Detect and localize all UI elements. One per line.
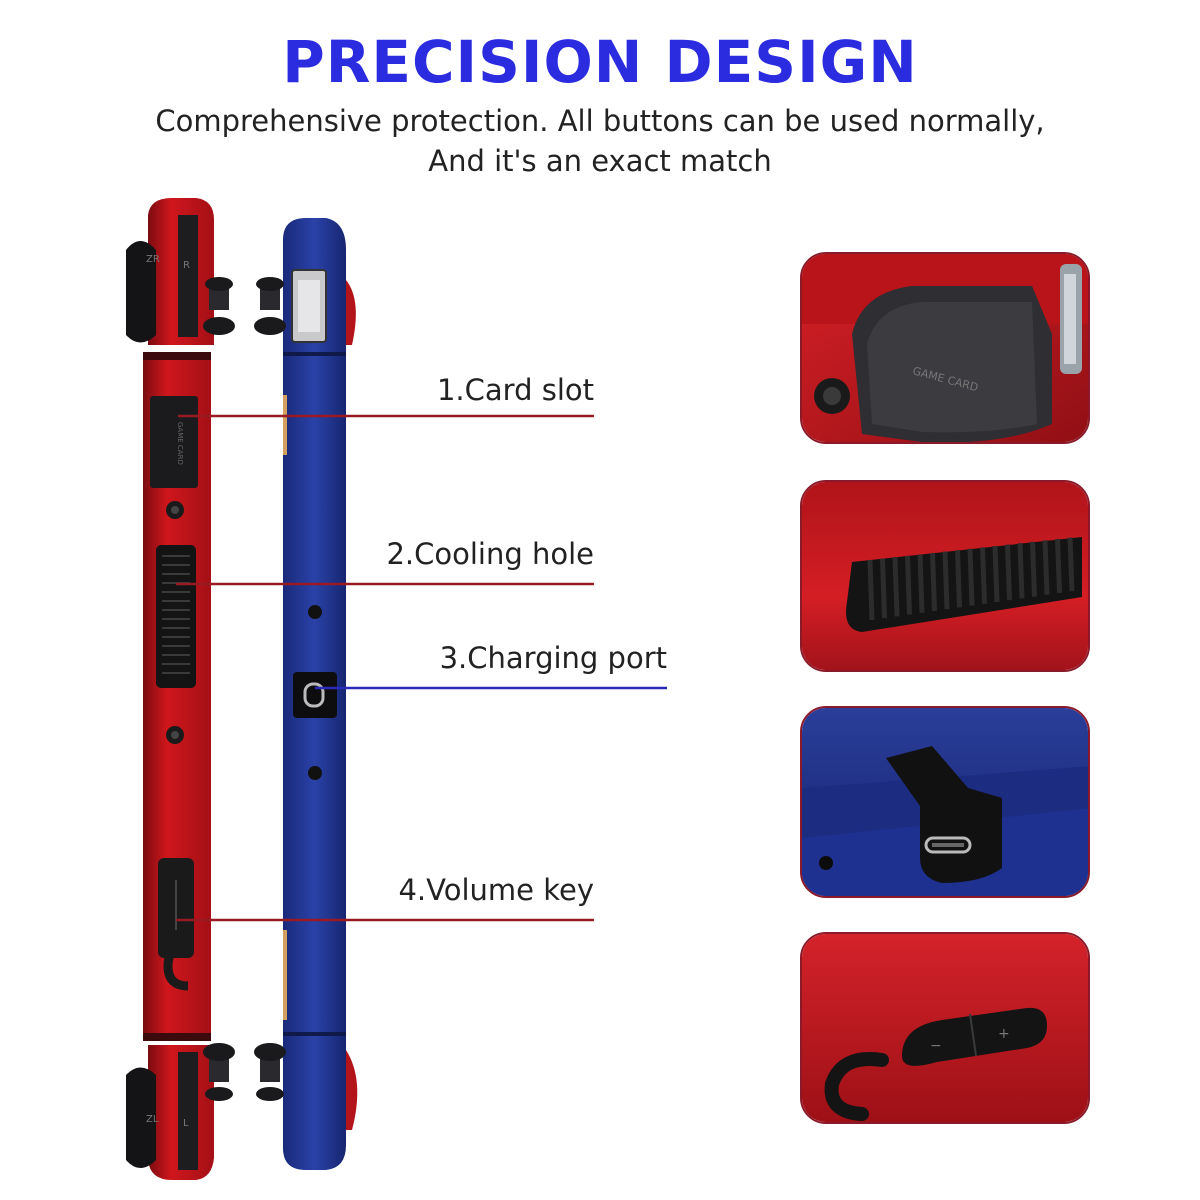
vent-slat xyxy=(1005,544,1012,601)
vent-slat xyxy=(1017,543,1025,599)
vent-slat xyxy=(880,558,887,619)
page-title: PRECISION DESIGN xyxy=(282,28,918,96)
blue-shell xyxy=(254,218,358,1170)
volume-plus-symbol: + xyxy=(998,1026,1010,1042)
callout-card-slot: 1.Card slot xyxy=(436,373,594,407)
card-slot xyxy=(150,396,198,488)
callout-charging-port: 3.Charging port xyxy=(439,641,667,675)
card-slot-closeup: GAME CARD xyxy=(800,252,1090,444)
shoulder-r-label: R xyxy=(183,260,190,271)
volume-key-closeup: − + xyxy=(800,932,1090,1124)
vent-slat xyxy=(1042,540,1050,595)
charging-port-closeup xyxy=(800,706,1090,898)
vent-slat xyxy=(955,550,962,608)
vent-slat xyxy=(917,554,925,613)
vent-slat xyxy=(980,547,987,604)
vent-slat xyxy=(867,559,875,621)
vent-slat xyxy=(930,552,937,612)
vent-slat xyxy=(967,548,975,606)
cooling-hole-closeup xyxy=(800,480,1090,672)
vent-slat xyxy=(1055,538,1062,594)
volume-minus-symbol: − xyxy=(930,1038,942,1054)
vent-slat xyxy=(1067,537,1075,592)
vent-slat xyxy=(992,545,1000,603)
subtitle-line-2: And it's an exact match xyxy=(428,144,772,178)
cooling-vents xyxy=(156,545,196,688)
subtitle-line-1: Comprehensive protection. All buttons ca… xyxy=(155,104,1045,138)
red-shell: ZR R GAME CARD ZL L xyxy=(126,198,235,1180)
vent-slat xyxy=(905,555,912,615)
vent-slat xyxy=(942,551,950,610)
card-slot-text: GAME CARD xyxy=(176,422,184,465)
shoulder-zr-label: ZR xyxy=(146,254,160,265)
callout-volume-key: 4.Volume key xyxy=(398,873,594,907)
charging-port xyxy=(293,672,337,718)
vent-slat xyxy=(892,557,900,617)
vent-slat xyxy=(1030,541,1037,597)
shoulder-l-label: L xyxy=(183,1118,189,1129)
shoulder-zl-label: ZL xyxy=(146,1114,159,1125)
callout-cooling-hole: 2.Cooling hole xyxy=(386,537,594,571)
